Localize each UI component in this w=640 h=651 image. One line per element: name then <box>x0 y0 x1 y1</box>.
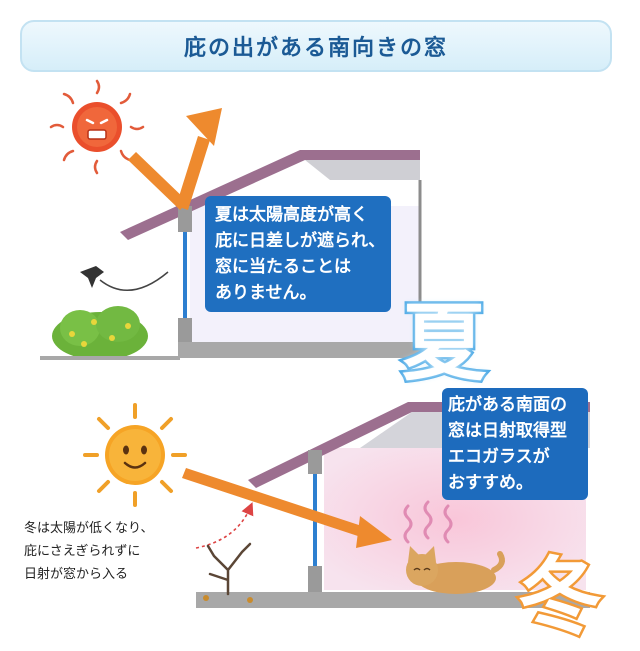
winter-note-line: 冬は太陽が低くなり、 <box>24 521 154 536</box>
summer-roof <box>120 150 420 240</box>
note-pointer <box>195 502 254 549</box>
hot-sun-icon <box>49 79 145 175</box>
summer-caption-line: 庇に日差しが遮られ、 <box>215 231 386 251</box>
title-banner: 庇の出がある南向きの窓 <box>20 20 612 72</box>
summer-label: 夏 <box>399 292 488 395</box>
winter-caption-line: おすすめ。 <box>448 473 533 493</box>
summer-sill <box>178 318 192 344</box>
winter-caption-line: 窓は日射取得型 <box>448 421 567 441</box>
cat-icon <box>406 546 505 594</box>
summer-sunlight-arrow <box>128 108 222 210</box>
winter-sun-icon <box>83 403 187 507</box>
winter-note-line: 日射が窓から入る <box>24 567 129 582</box>
bare-tree-icon <box>203 542 253 603</box>
summer-caption-line: 窓に当たることは <box>215 257 351 277</box>
summer-caption: 夏は太陽高度が高く 庇に日差しが遮られ、 窓に当たることは ありません。 <box>205 196 391 312</box>
swallow-icon <box>80 266 169 291</box>
winter-note: 冬は太陽が低くなり、 庇にさえぎられずに 日射が窓から入る <box>24 517 153 586</box>
summer-roof-underside <box>305 160 420 180</box>
page-title: 庇の出がある南向きの窓 <box>183 36 448 61</box>
summer-caption-line: 夏は太陽高度が高く <box>215 205 368 225</box>
winter-note-line: 庇にさえぎられずに <box>24 544 141 559</box>
steam-icon <box>403 500 453 544</box>
winter-sill <box>308 566 322 592</box>
summer-floor <box>178 342 420 358</box>
winter-label: 冬 <box>515 546 604 649</box>
winter-sunlight-arrow <box>182 468 392 548</box>
summer-caption-line: ありません。 <box>215 283 317 303</box>
winter-floor <box>196 592 590 608</box>
winter-caption-line: 庇がある南面の <box>448 395 567 415</box>
winter-caption-line: エコガラスが <box>448 447 550 467</box>
summer-eave-post <box>178 206 192 232</box>
winter-caption: 庇がある南面の 窓は日射取得型 エコガラスが おすすめ。 <box>442 388 588 500</box>
winter-eave-post <box>308 450 322 474</box>
bush-icon <box>40 306 180 360</box>
